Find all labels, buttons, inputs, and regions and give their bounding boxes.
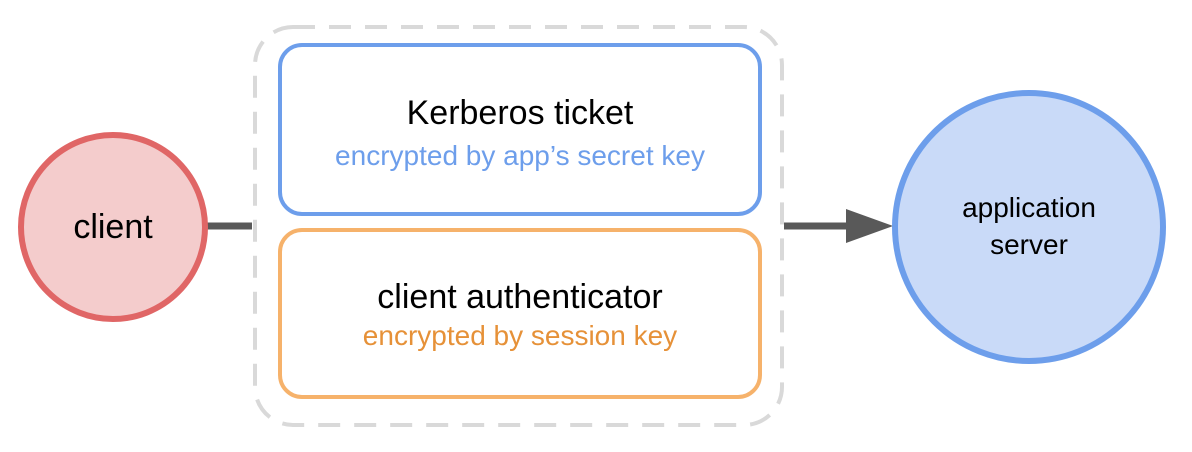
client-label: client <box>73 208 153 246</box>
application-server-node <box>892 90 1166 364</box>
kerberos-ticket-subtitle: encrypted by app’s secret key <box>335 140 705 171</box>
client-authenticator-box <box>278 228 762 399</box>
message-bundle-frame <box>253 25 784 427</box>
arrow-head <box>846 209 893 243</box>
application-server-label-line1: application <box>962 192 1096 223</box>
client-authenticator-title: client authenticator <box>377 278 663 316</box>
application-server-label-line2: server <box>990 229 1068 260</box>
client-authenticator-subtitle: encrypted by session key <box>362 320 678 351</box>
client-node <box>18 132 208 322</box>
kerberos-ticket-title: Kerberos ticket <box>406 94 634 132</box>
kerberos-ticket-box <box>278 43 762 216</box>
